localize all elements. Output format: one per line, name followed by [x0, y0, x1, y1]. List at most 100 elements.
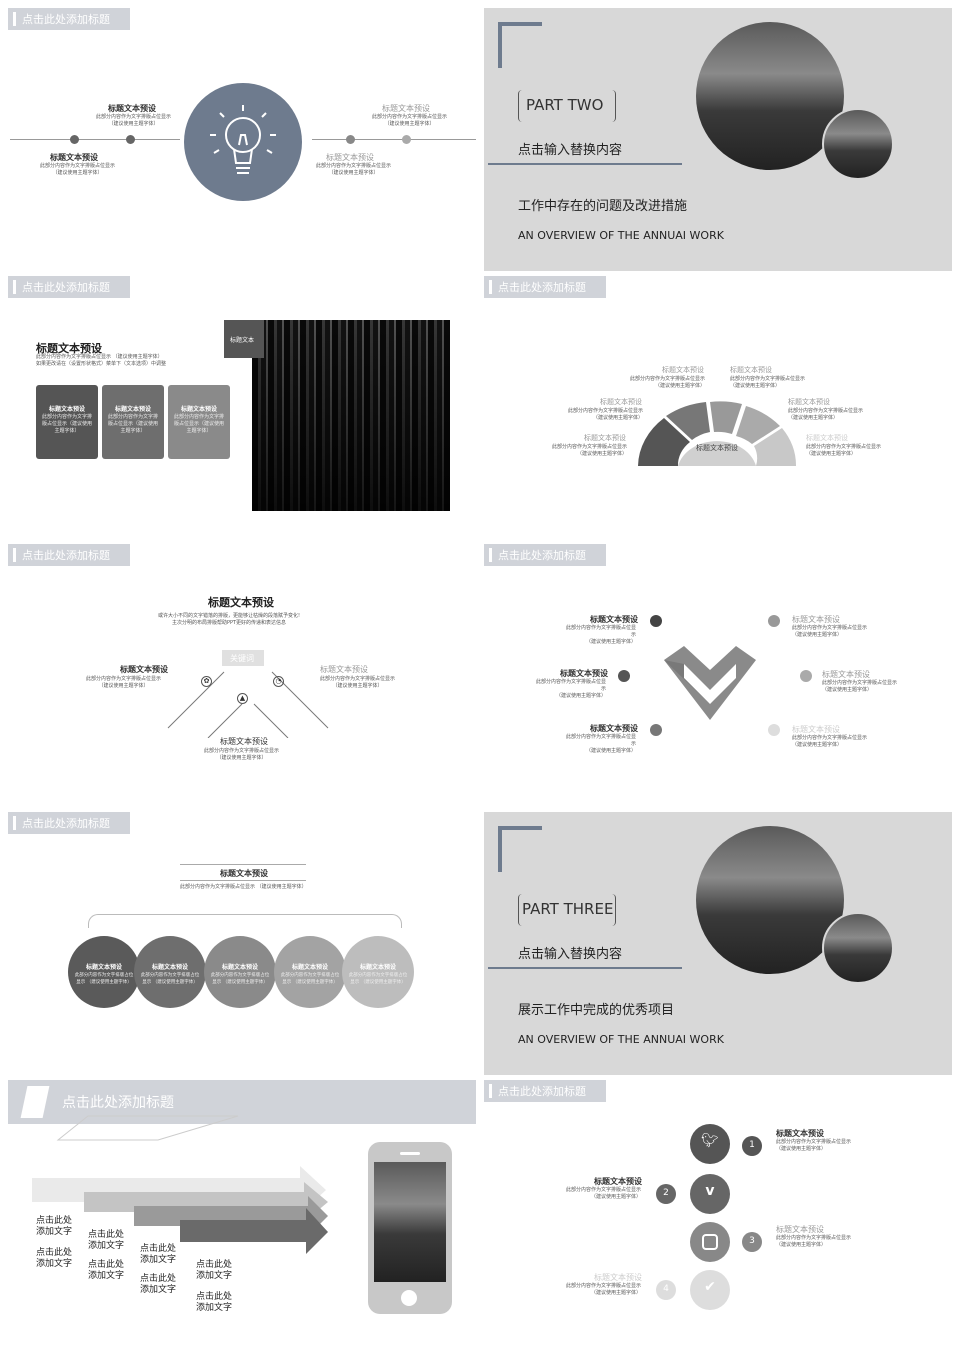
item-title: 标题文本预设: [50, 153, 98, 162]
item-body: 此部分内容作为文字排版占位显示（建议使用主题字体）: [372, 114, 448, 127]
circle-item[interactable]: [342, 936, 414, 1008]
timeline-node[interactable]: [690, 1174, 730, 1214]
part-subtitle: 点击输入替换内容: [518, 947, 623, 962]
section-body: 或许大小不同的文字错落的排版，更能够让枯燥的段落赋予变化!主次分明的布局排版帮助…: [158, 613, 301, 626]
item-title: 标题文本预设: [382, 104, 430, 113]
city-photo-circle-small: [822, 108, 894, 180]
slide-7[interactable]: 点击此处添加标题 标题文本预设 此部分内容作为文字排版占位显示 （建议使用主题字…: [8, 812, 476, 1075]
slide-title-text: 点击此处添加标题: [22, 13, 110, 26]
item-title: 标题文本预设: [220, 737, 268, 746]
item-title: 标题文本预设: [776, 1225, 824, 1234]
item-body: 此部分内容作为文字排版占位显示（建议使用主题字体）: [806, 444, 882, 457]
corner-bracket: [498, 22, 542, 68]
box-title: 标题文本预设: [48, 406, 85, 413]
slide-title-tag[interactable]: 点击此处添加标题: [8, 8, 130, 30]
slide-title-tag[interactable]: 点击此处添加标题: [484, 276, 606, 298]
lightbulb-icon: [210, 105, 276, 174]
slide-title-tag[interactable]: 点击此处添加标题: [8, 276, 130, 298]
item-title: 标题文本预设: [120, 665, 168, 674]
title-line: [180, 864, 306, 865]
title-line: [180, 880, 306, 881]
slide-9[interactable]: 点击此处添加标题 点击此处添加文字 点击此处添加文字 点击此处添加文字 点击此处…: [8, 1080, 476, 1343]
slide-3[interactable]: 点击此处添加标题 标题文本预设 此部分内容作为文字排版占位显示 （建议使用主题字…: [8, 276, 476, 539]
item-body: 此部分内容作为文字排版占位显示（建议使用主题字体）: [566, 625, 637, 645]
circle-item[interactable]: [68, 936, 140, 1008]
number-label: 3: [749, 1236, 755, 1246]
photo-label-box: [224, 320, 264, 358]
box-title: 标题文本预设: [180, 406, 217, 413]
slide-title-text: 点击此处添加标题: [498, 549, 586, 562]
step-label: 点击此处添加文字: [196, 1260, 233, 1281]
info-box[interactable]: [36, 385, 98, 459]
timeline-node[interactable]: [690, 1222, 730, 1262]
item-body: 此部分内容作为文字排版占位显示（建议使用主题字体）: [792, 735, 868, 748]
slide-title-tag[interactable]: 点击此处添加标题: [8, 812, 130, 834]
slide-8-part-three[interactable]: PART THREE 点击输入替换内容 展示工作中完成的优秀项目 AN OVER…: [484, 812, 952, 1075]
phone-speaker: [400, 1152, 420, 1155]
timeline-line-left: [10, 139, 180, 140]
dashboard-icon: ◔: [273, 676, 284, 687]
circle-item[interactable]: [204, 936, 276, 1008]
item-body: 此部分内容作为文字排版占位显示（建议使用主题字体）: [776, 1139, 852, 1152]
item-body: 此部分内容作为文字排版占位显示（建议使用主题字体）: [96, 114, 172, 127]
slide-6[interactable]: 点击此处添加标题 标题文本预设 此部分内容作为文字排版占位显示（建议使用主题字体…: [484, 544, 952, 807]
step-label: 点击此处添加文字: [88, 1260, 125, 1281]
item-body: 此部分内容作为文字排版占位显示（建议使用主题字体）: [630, 376, 706, 389]
phone-screen: [374, 1162, 446, 1282]
part-heading: 展示工作中完成的优秀项目: [518, 1003, 675, 1018]
slide-title-text: 点击此处添加标题: [22, 281, 110, 294]
banner-title: 点击此处添加标题: [62, 1095, 174, 1111]
info-box[interactable]: [168, 385, 230, 459]
title-banner[interactable]: [8, 1080, 476, 1124]
slide-10[interactable]: 点击此处添加标题 🐦︎ 1 v 2 3 ✔ 4 标题文本预设 此部分内容作为文字…: [484, 1080, 952, 1343]
timeline-line-right: [312, 139, 476, 140]
heart-ribbon-shape: [664, 646, 756, 720]
brace-line: [88, 914, 402, 928]
circle-item[interactable]: [134, 936, 206, 1008]
triangle-outline: [56, 1115, 239, 1141]
circle-body: 此部分内容作为文字排版占位显示 （建议使用主题字体）: [348, 973, 408, 985]
item-title: 标题文本预设: [584, 434, 626, 442]
number-label: 2: [663, 1188, 669, 1198]
item-body: 此部分内容作为文字排版占位显示（建议使用主题字体）: [776, 1235, 852, 1248]
bullet-dot: [650, 615, 662, 627]
item-body: 此部分内容作为文字排版占位显示（建议使用主题字体）: [86, 676, 162, 689]
slide-title-tag[interactable]: 点击此处添加标题: [8, 544, 130, 566]
slide-1[interactable]: 点击此处添加标题 标题文本预设 此部分内容作为文字排版占位显示（建议使用主题字体…: [8, 8, 476, 271]
section-title: 标题文本预设: [36, 342, 102, 355]
timeline-node[interactable]: [690, 1124, 730, 1164]
keyword-box[interactable]: [222, 650, 264, 666]
semicircle-diagram: [638, 401, 797, 466]
circle-body: 此部分内容作为文字排版占位显示 （建议使用主题字体）: [210, 973, 270, 985]
circle-title: 标题文本预设: [359, 964, 396, 971]
item-title: 标题文本预设: [594, 1273, 642, 1282]
slide-4[interactable]: 点击此处添加标题 标题文本预设 标题文本预设 此部分内容作为文字排版占位显示（建…: [484, 276, 952, 539]
timeline-dot: [402, 135, 411, 144]
item-body: 此部分内容作为文字排版占位显示（建议使用主题字体）: [730, 376, 806, 389]
vimeo-icon: v: [705, 1183, 715, 1199]
step-label: 点击此处添加文字: [36, 1216, 73, 1237]
slide-title-text: 点击此处添加标题: [498, 281, 586, 294]
item-body: 此部分内容作为文字排版占位显示（建议使用主题字体）: [320, 676, 396, 689]
section-title: 标题文本预设: [208, 596, 274, 609]
item-body: 此部分内容作为文字排版占位显示（建议使用主题字体）: [788, 408, 864, 421]
timeline-dot: [70, 135, 79, 144]
city-photo-circle-large: [696, 22, 844, 170]
circle-body: 此部分内容作为文字排版占位显示 （建议使用主题字体）: [74, 973, 134, 985]
item-title: 标题文本预设: [792, 725, 840, 734]
timeline-node[interactable]: [690, 1270, 730, 1310]
item-title: 标题文本预设: [806, 434, 848, 442]
photo-label: 标题文本: [230, 337, 255, 344]
slide-5[interactable]: 点击此处添加标题 标题文本预设 或许大小不同的文字错落的排版，更能够让枯燥的段落…: [8, 544, 476, 807]
divider-line: [488, 967, 682, 969]
slide-2-part-two[interactable]: PART TWO 点击输入替换内容 工作中存在的问题及改进措施 AN OVERV…: [484, 8, 952, 271]
circle-item[interactable]: [274, 936, 346, 1008]
part-box: [518, 90, 616, 122]
slide-title-tag[interactable]: 点击此处添加标题: [484, 1080, 606, 1102]
slide-title-tag[interactable]: 点击此处添加标题: [484, 544, 606, 566]
info-box[interactable]: [102, 385, 164, 459]
part-subtitle: 点击输入替换内容: [518, 143, 623, 158]
item-title: 标题文本预设: [730, 366, 772, 374]
section-body: 此部分内容作为文字排版占位显示 （建议使用主题字体）如果更改请在（设置形状格式）…: [36, 354, 167, 367]
bullet-dot: [618, 670, 630, 682]
